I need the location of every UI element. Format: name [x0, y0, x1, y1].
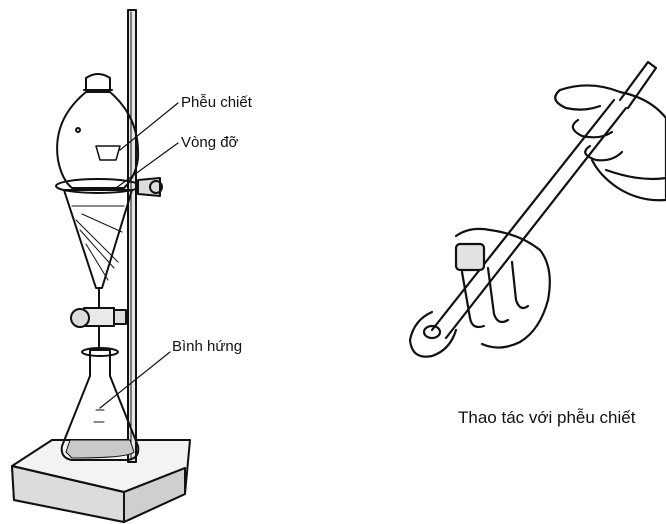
figure-caption: Thao tác với phễu chiết	[458, 408, 635, 428]
label-separatory-funnel: Phễu chiết	[181, 94, 252, 112]
lower-hand	[410, 229, 550, 357]
label-receiving-flask: Bình hứng	[172, 338, 242, 356]
label-support-ring: Vòng đỡ	[181, 134, 238, 152]
